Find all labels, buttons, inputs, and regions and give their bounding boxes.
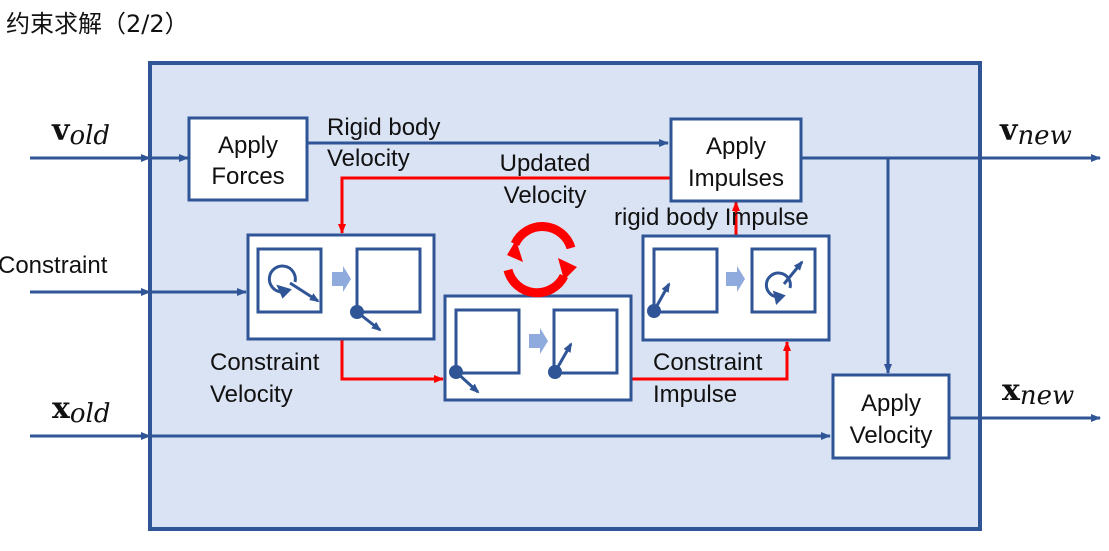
point-impulse-icon	[647, 282, 671, 318]
apply-impulses-line1: Apply	[706, 133, 766, 160]
apply-velocity-block[interactable]: Apply Velocity	[831, 373, 951, 460]
apply-impulses-block[interactable]: Apply Impulses	[669, 117, 803, 203]
apply-impulses-line2: Impulses	[688, 165, 784, 192]
apply-velocity-line1: Apply	[861, 390, 921, 417]
step-arrow-icon	[529, 328, 548, 354]
point-velocity-icon	[350, 305, 382, 332]
rigid-body-impulse-label: rigid body Impulse	[614, 204, 809, 231]
input-output-lines	[30, 139, 1101, 440]
rigid-body-velocity-label-1: Rigid body	[327, 114, 440, 141]
constraint-impulse-label-1: Constraint	[653, 349, 763, 376]
updated-velocity-label-1: Updated	[500, 150, 591, 177]
x-old-label: xold	[52, 391, 111, 429]
iteration-flow	[338, 176, 791, 383]
refresh-cycle-icon	[503, 222, 577, 298]
updated-velocity-arrow	[338, 176, 670, 234]
v-old-label: vold	[51, 113, 110, 151]
velocity-projection-block[interactable]	[246, 233, 436, 341]
apply-forces-line1: Apply	[218, 132, 278, 159]
constraint-impulse-label-2: Impulse	[653, 381, 737, 408]
velocity-update-block[interactable]	[443, 294, 633, 402]
step-arrow-icon	[332, 266, 351, 292]
point-velocity-before-icon	[449, 365, 480, 394]
page-title: 约束求解（2/2）	[6, 10, 189, 38]
point-velocity-after-icon	[548, 342, 573, 379]
apply-velocity-line2: Velocity	[850, 422, 933, 449]
updated-velocity-label-2: Velocity	[504, 182, 587, 209]
rigid-body-impulse-icon	[764, 260, 804, 305]
impulse-transfer-block[interactable]	[641, 234, 831, 342]
constraint-velocity-arrow	[340, 340, 444, 383]
step-arrow-icon	[726, 266, 745, 292]
constraint-velocity-label-2: Velocity	[210, 381, 293, 408]
v-new-label: vnew	[999, 113, 1072, 151]
x-new-label: xnew	[1002, 373, 1074, 411]
angular-velocity-icon	[267, 264, 320, 303]
constraint-impulse-arrow	[632, 341, 791, 381]
apply-forces-block[interactable]: Apply Forces	[187, 116, 309, 202]
rigid-body-velocity-label-2: Velocity	[327, 145, 410, 172]
apply-forces-line2: Forces	[211, 163, 284, 190]
constraint-input-label: Constraint	[0, 252, 108, 279]
constraint-velocity-label-1: Constraint	[210, 349, 320, 376]
